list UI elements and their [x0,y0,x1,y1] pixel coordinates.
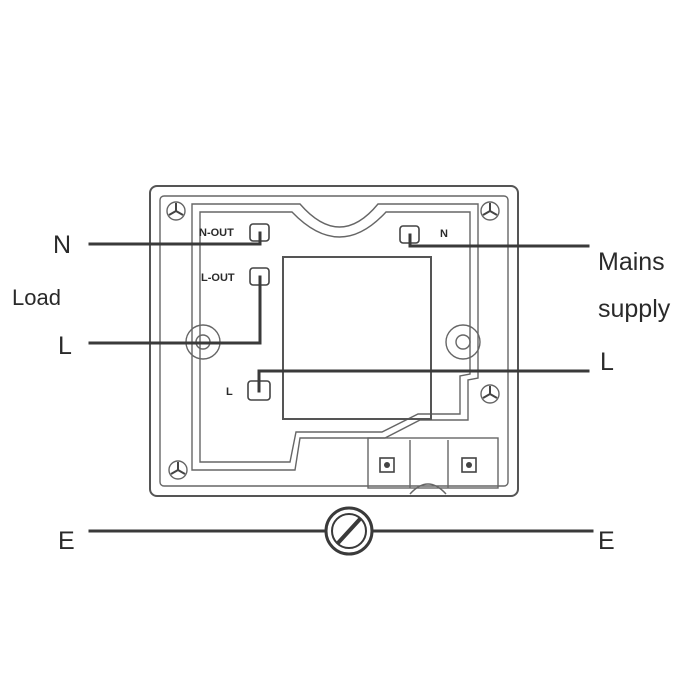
label-mains: Mains [598,248,665,276]
bottom-terminal-block [367,437,499,489]
mounting-hole-right-inner [455,334,471,350]
bottom-terminal-left-dot [384,462,390,468]
inner-plate-border [159,195,509,487]
outer-plate [149,185,519,497]
bottom-terminal-right-dot [466,462,472,468]
screw-icon-top-right [480,201,500,221]
wire-mains-live [257,369,590,393]
wire-load-live [88,275,262,345]
terminal-label-n-out: N-OUT [199,227,234,239]
terminal-label-l-out: L-OUT [201,272,235,284]
label-load-n: N [53,231,71,259]
bottom-notch [409,483,447,495]
terminal-label-l-in: L [226,386,233,398]
wire-mains-neutral [408,233,590,248]
label-load: Load [12,285,61,310]
screw-icon-mid-right [480,384,500,404]
screw-icon-top-left [166,201,186,221]
screw-icon-bottom-left [168,460,188,480]
wire-load-neutral [88,231,262,246]
label-mains-l: L [600,348,614,376]
switch-module [282,256,432,420]
mounting-hole-right-outer [445,324,481,360]
label-earth-left: E [58,527,75,555]
label-supply: supply [598,295,671,323]
earth-terminal-screw-icon [324,506,374,556]
label-load-l: L [58,332,72,360]
label-earth-right: E [598,527,615,555]
terminal-label-n-in: N [440,228,448,240]
housing-inner-outline [199,211,471,463]
